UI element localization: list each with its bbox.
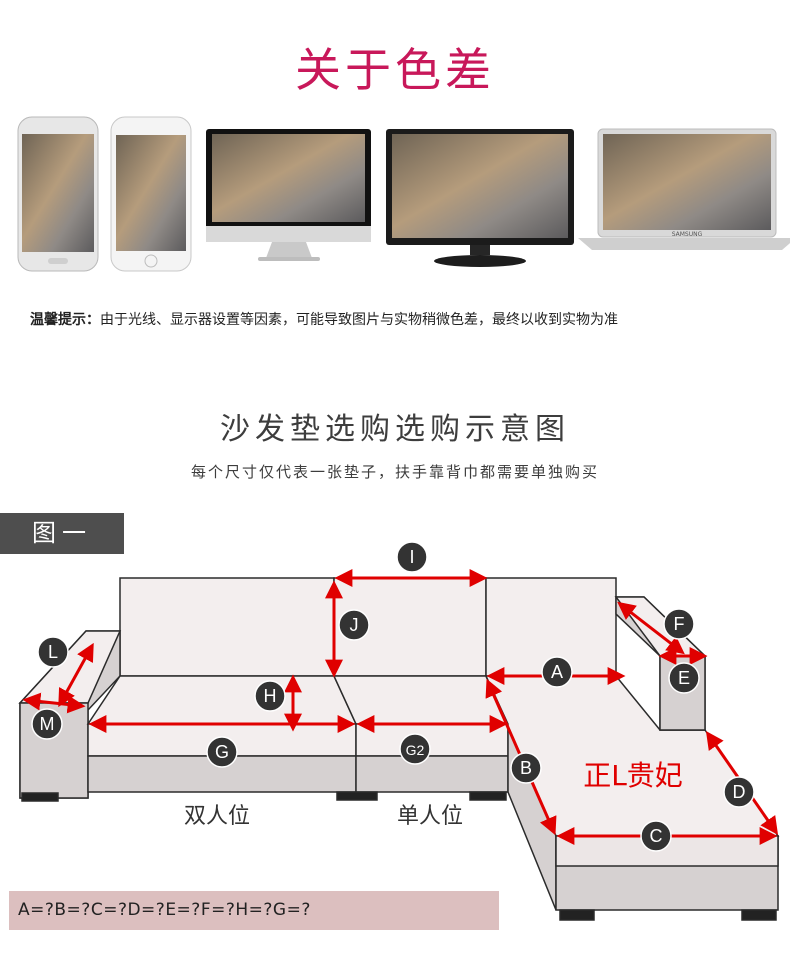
marker-circle-e xyxy=(668,662,700,694)
marker-label-d: D xyxy=(733,782,746,802)
marker-circle-i xyxy=(396,541,428,573)
imac-icon xyxy=(206,129,371,261)
laptop-icon: SAMSUNG xyxy=(578,128,790,250)
page-title: 关于色差 xyxy=(295,43,495,97)
marker-circle-m xyxy=(31,708,63,740)
notice-text: 由于光线、显示器设置等因素，可能导致图片与实物稍微色差，最终以收到实物为准 xyxy=(100,312,618,328)
notice-label: 温馨提示： xyxy=(30,312,100,328)
marker-label-g2: G2 xyxy=(406,742,425,758)
marker-circle-h xyxy=(254,680,286,712)
marker-label-j: J xyxy=(350,615,359,635)
marker-label-c: C xyxy=(650,826,663,846)
iphone-icon xyxy=(110,116,192,272)
marker-circle-b xyxy=(510,752,542,784)
marker-label-a: A xyxy=(551,662,563,682)
marker-circle-j xyxy=(338,609,370,641)
marker-label-e: E xyxy=(678,668,690,688)
marker-label-h: H xyxy=(264,686,277,706)
android-phone-icon xyxy=(17,116,99,272)
marker-circle-f xyxy=(663,608,695,640)
marker-label-i: I xyxy=(409,547,414,567)
section-subtitle: 每个尺寸仅代表一张垫子，扶手靠背巾都需要单独购买 xyxy=(190,463,599,481)
label-double-seat: 双人位 xyxy=(184,804,250,829)
marker-circle-g xyxy=(206,736,238,768)
marker-circle-d xyxy=(723,776,755,808)
label-single-seat: 单人位 xyxy=(397,804,463,829)
marker-circle-a xyxy=(541,656,573,688)
laptop-brand: SAMSUNG xyxy=(672,231,703,238)
marker-label-b: B xyxy=(520,758,532,778)
label-chaise: 正L贵妃 xyxy=(583,759,683,792)
figure-label: 图一 xyxy=(0,513,124,554)
marker-circle-l xyxy=(37,636,69,668)
section-title: 沙发垫选购选购示意图 xyxy=(220,412,570,447)
color-notice: 温馨提示：由于光线、显示器设置等因素，可能导致图片与实物稍微色差，最终以收到实物… xyxy=(30,309,618,329)
sofa-diagram xyxy=(18,577,780,921)
size-formula: A=?B=?C=?D=?E=?F=?H=?G=? xyxy=(9,891,499,930)
monitor-icon xyxy=(386,129,574,267)
marker-label-g: G xyxy=(215,742,229,762)
marker-label-l: L xyxy=(48,642,58,662)
marker-label-m: M xyxy=(40,714,55,734)
marker-circle-c xyxy=(640,820,672,852)
marker-circle-g2 xyxy=(399,733,431,765)
marker-label-f: F xyxy=(674,614,685,634)
